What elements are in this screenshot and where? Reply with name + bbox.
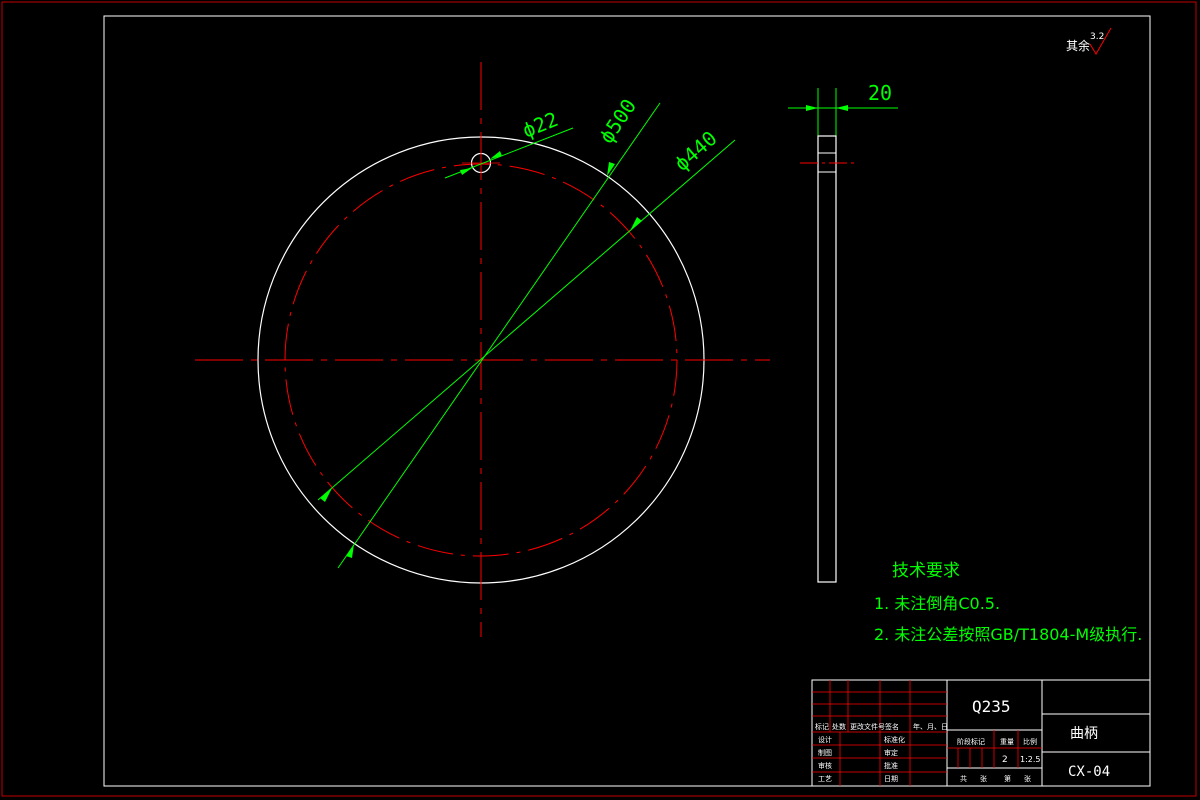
title-block-main: Q235 曲柄 CX-04 [972,697,1110,780]
tb-left-2: 审核 [818,761,832,770]
tb-header-4: 年、月、日 [913,722,948,731]
tb-left-1: 制图 [818,748,832,757]
dim-outer-line [337,102,661,569]
tb-quantity-value: 2 [1002,755,1008,765]
tb-part-name: 曲柄 [1070,726,1098,742]
tb-scale-value: 1:2.5 [1020,755,1041,764]
roughness-symbol: 其余 3.2 [1066,27,1112,55]
dim-thick-arrow-1 [806,105,818,111]
tb-mid-3: 日期 [884,775,898,783]
dim-thick-text: 20 [868,81,892,105]
tb-stage-label: 阶段标记 [957,737,985,746]
title-block-frame [811,679,1151,787]
dim-bolt-line [317,139,736,501]
dim-bolt-text: ϕ440 [670,126,722,176]
tech-item-1: 1. 未注倒角C0.5. [874,594,1000,613]
drawing-border [103,15,1151,787]
dim-hole-arrow-2 [490,151,502,159]
title-block-grid [812,680,1042,786]
tb-sheet-3: 张 [1024,774,1031,783]
title-block [811,679,1151,787]
tb-header-0: 标记 [815,722,829,731]
roughness-value: 3.2 [1090,32,1104,42]
tb-material: Q235 [972,697,1011,716]
dim-thick-arrow-2 [836,105,848,111]
dim-outer-arrow-2 [607,162,615,176]
tb-header-3: 签名 [885,722,899,731]
tb-scale-label: 比例 [1023,737,1037,746]
tb-sheet-0: 共 [960,774,967,783]
tb-left-0: 设计 [818,735,832,744]
side-view-plate [817,135,837,583]
dim-hole-text: ϕ22 [519,107,561,143]
tb-drawing-no: CX-04 [1068,764,1110,780]
title-block-text: 标记 处数 更改文件号 签名 年、月、日 设计 制图 审核 工艺 标准化 审定 … [815,722,1041,783]
tb-header-1: 处数 [832,722,846,731]
dim-bolt-arrow-2 [630,217,642,231]
tech-requirements: 技术要求 1. 未注倒角C0.5. 2. 未注公差按照GB/T1804-M级执行… [874,561,1142,644]
tb-sheet-2: 第 [1004,774,1011,783]
tb-mid-1: 审定 [884,748,898,757]
roughness-label: 其余 [1066,38,1090,53]
tb-header-2: 更改文件号 [850,722,885,731]
tb-weight-label: 重量 [1000,738,1014,746]
roughness-check-icon [1089,27,1112,55]
tech-item-2: 2. 未注公差按照GB/T1804-M级执行. [874,625,1142,644]
side-view [800,135,858,583]
dim-bolt-arrow-1 [320,488,332,502]
dim-outer-arrow-1 [346,544,354,558]
tb-mid-0: 标准化 [884,735,905,744]
tb-left-3: 工艺 [818,775,832,783]
tb-sheet-1: 张 [980,774,987,783]
dim-hole-arrow-1 [460,168,472,175]
dimension-lines [317,88,898,569]
tb-mid-2: 批准 [884,761,898,770]
tech-title: 技术要求 [892,561,960,581]
